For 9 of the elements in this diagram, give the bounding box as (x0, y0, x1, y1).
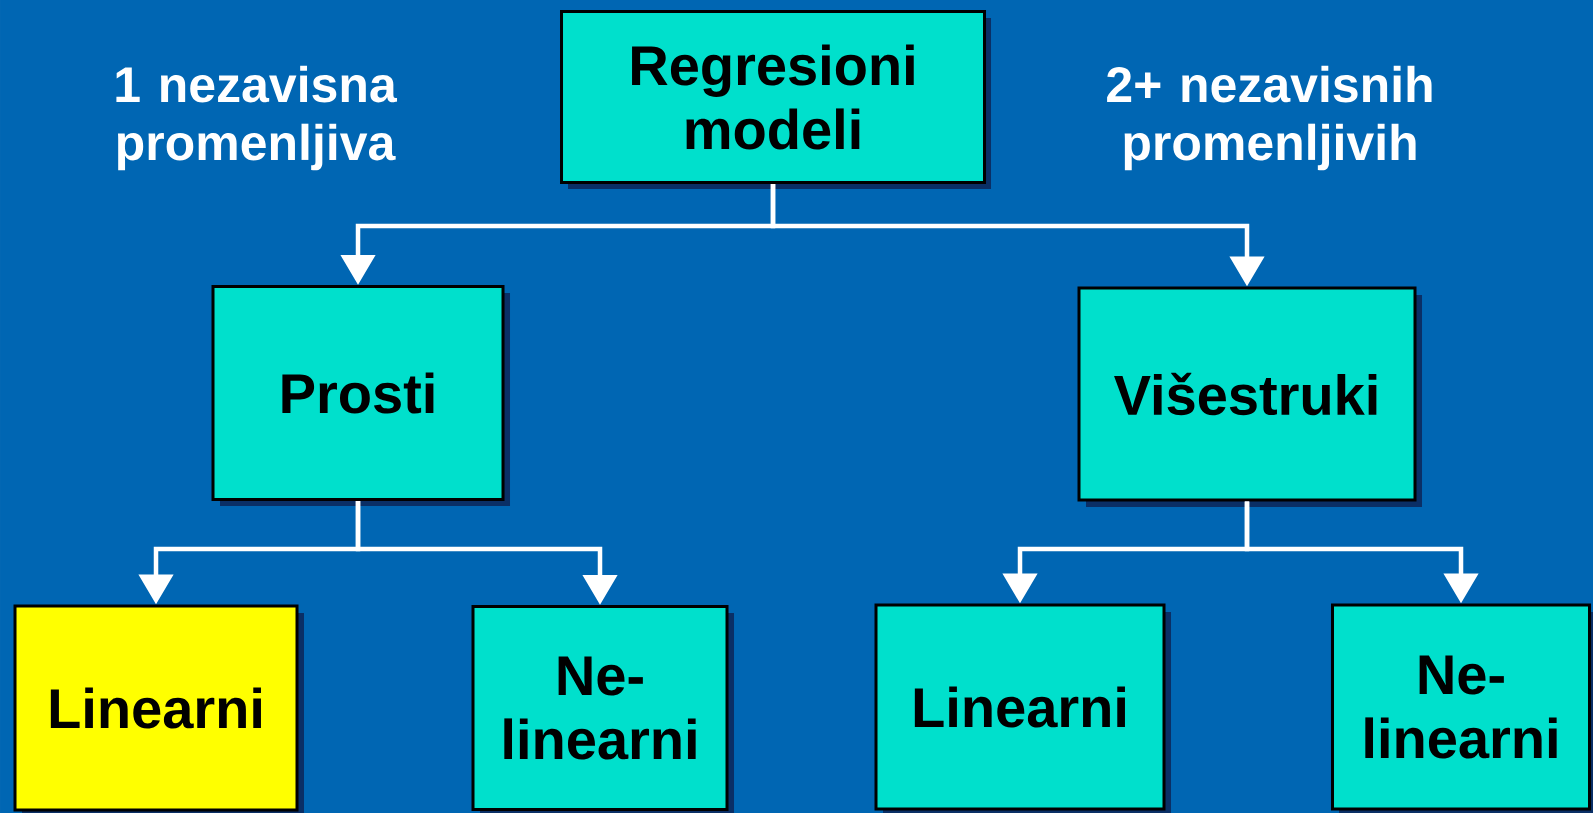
process-box: Višestruki (1077, 286, 1417, 502)
process-box: Ne- linearni (471, 605, 729, 811)
process-box: Regresioni modeli (560, 10, 986, 184)
heading-text: 2+ nezavisnih promenljivih (1107, 65, 1432, 171)
process-box: Linearni (874, 603, 1166, 811)
heading-text: 1 nezavisna promenljiva (116, 65, 398, 171)
process-box: Linearni (13, 604, 299, 812)
process-box: Ne- linearni (1331, 603, 1591, 811)
process-box: Prosti (211, 285, 505, 501)
